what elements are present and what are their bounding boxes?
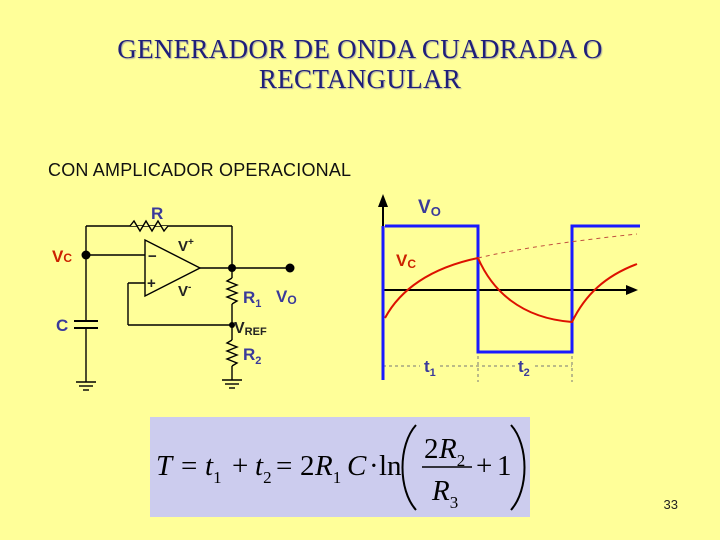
formula-eq1: = <box>181 450 197 482</box>
label-r1: R1 <box>243 288 261 310</box>
period-formula: T = t1 + t2 = 2 R1 C · ln 2 R2 R3 + 1 <box>156 424 526 512</box>
y-axis-arrow <box>378 194 388 207</box>
label-noninverting: + <box>147 275 156 292</box>
node-vref <box>229 322 235 328</box>
label-vo-circuit: VO <box>276 287 297 307</box>
label-vplus: V+ <box>178 237 194 255</box>
label-c: C <box>56 316 68 335</box>
slide-subtitle: CON AMPLICADOR OPERACIONAL <box>48 160 352 180</box>
formula-num-two: 2 <box>424 433 439 465</box>
label-vc: VC <box>52 247 72 266</box>
label-vref: VREF <box>234 320 267 338</box>
formula-dot: · <box>369 450 379 482</box>
label-r2: R2 <box>243 345 261 367</box>
formula-R1: R1 <box>314 450 341 487</box>
formula-ln: ln <box>379 450 402 482</box>
formula-t2: t2 <box>255 450 272 487</box>
resistor-r <box>129 219 169 233</box>
label-t1: t1 <box>424 357 436 379</box>
label-inverting: − <box>148 248 157 265</box>
circuit-schematic <box>74 219 290 391</box>
time-axis-arrow <box>626 285 638 295</box>
formula-plus-one: + <box>476 450 492 482</box>
op-amp <box>144 238 202 298</box>
capacitor-asymptote <box>477 233 638 259</box>
title-line-2: RECTANGULAR <box>258 64 462 94</box>
formula-two: 2 <box>300 450 315 482</box>
formula-plus: + <box>232 450 248 482</box>
formula-C: C <box>347 450 367 482</box>
formula-one: 1 <box>497 450 512 482</box>
slide-title: GENERADOR DE ONDA CUADRADA O RECTANGULAR <box>40 34 680 94</box>
label-vc-plot: VC <box>396 251 416 271</box>
capacitor-wave <box>384 256 638 324</box>
resistor-r2 <box>225 339 239 367</box>
page-number: 33 <box>663 497 678 512</box>
formula-R3: R3 <box>431 475 458 512</box>
node-vc <box>81 250 91 260</box>
formula-T: T <box>156 450 174 482</box>
formula-R2: R2 <box>438 433 465 470</box>
square-wave <box>385 224 640 354</box>
formula-lparen <box>401 424 417 511</box>
label-t2: t2 <box>518 357 530 379</box>
label-vminus: V- <box>178 282 191 300</box>
formula-eq2: = <box>276 450 292 482</box>
label-r: R <box>151 204 163 223</box>
label-vo-plot: VO <box>418 197 441 219</box>
node-output <box>228 264 236 272</box>
waveform-plot: VO VC t1 t2 <box>378 194 640 382</box>
formula-t1: t1 <box>205 450 222 487</box>
formula-rparen <box>510 424 526 511</box>
title-line-1: GENERADOR DE ONDA CUADRADA O <box>117 34 603 64</box>
resistor-r1 <box>225 277 239 305</box>
node-vo-terminal <box>285 263 295 273</box>
